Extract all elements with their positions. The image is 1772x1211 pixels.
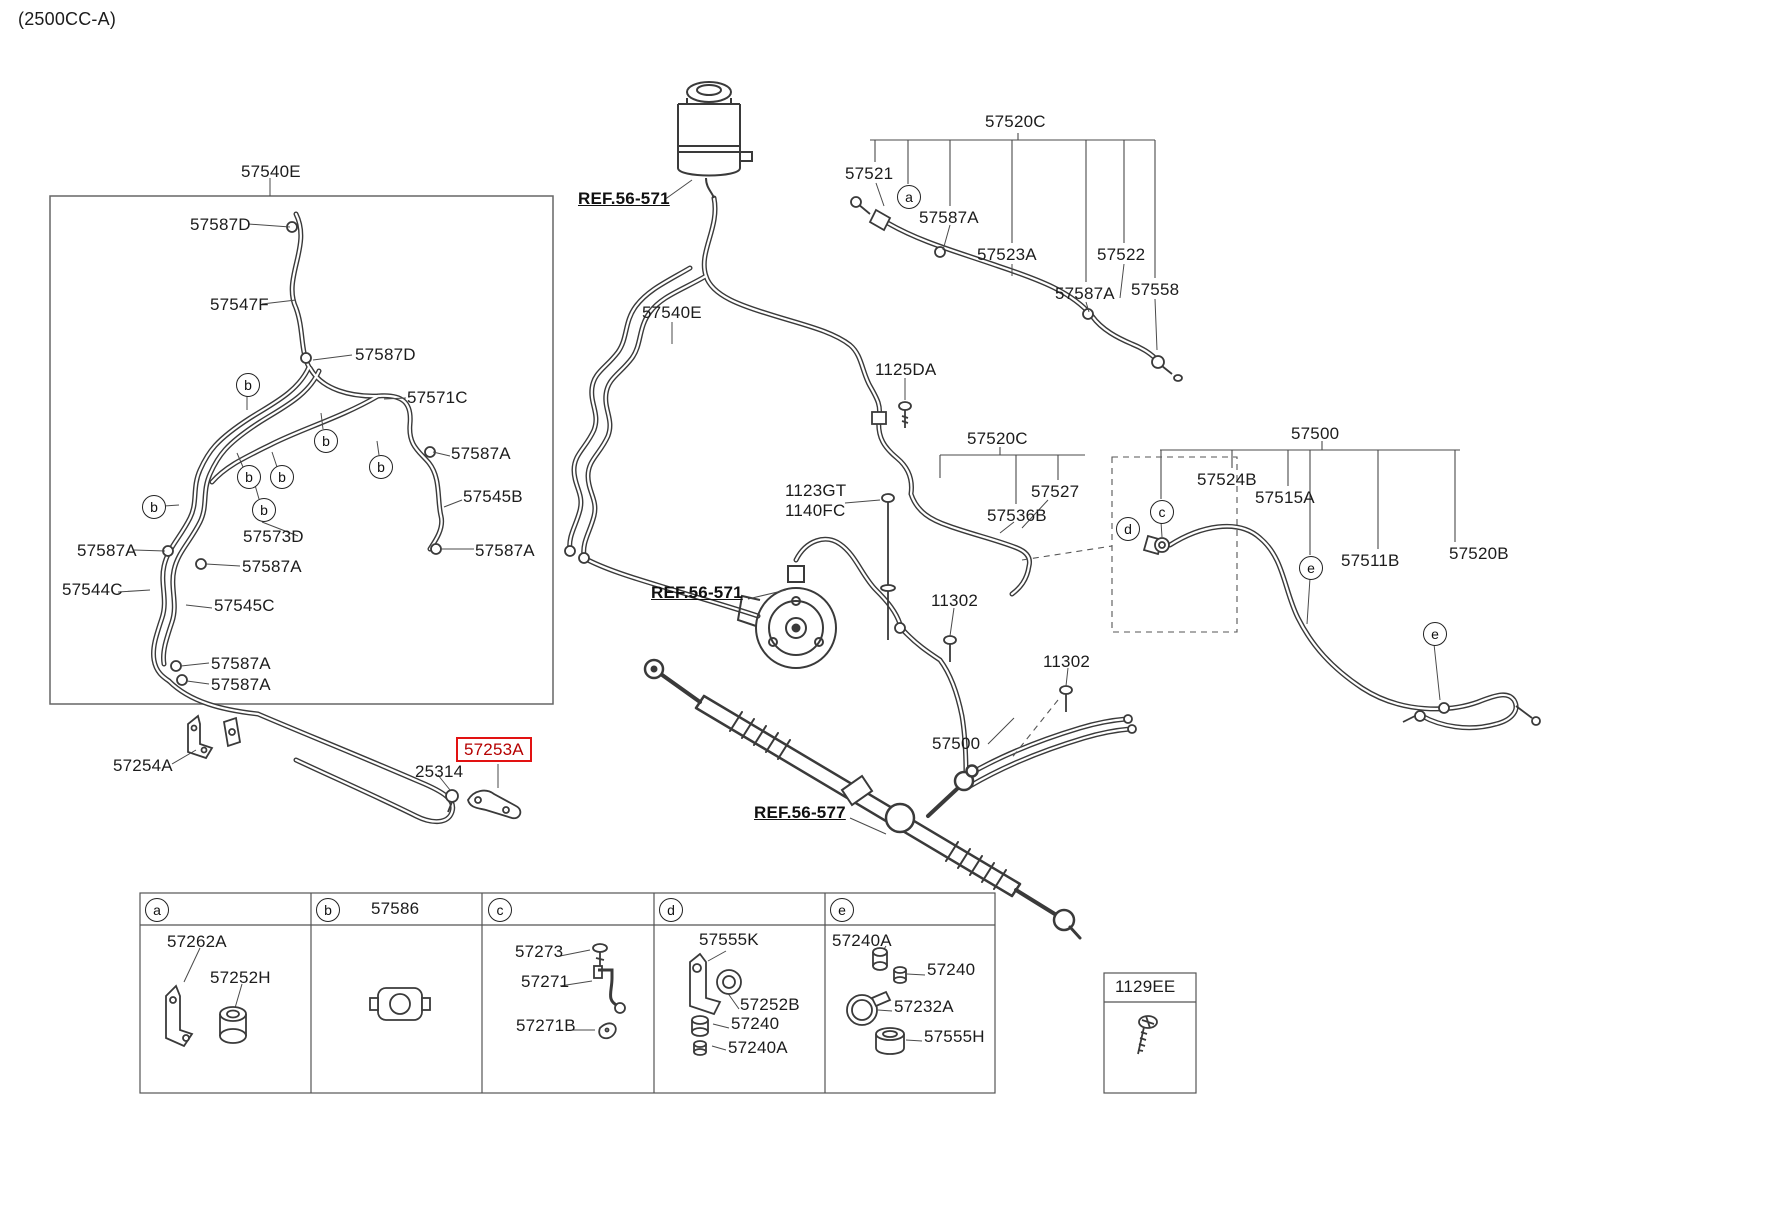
part-label-57252B[interactable]: 57252B [740,995,800,1014]
part-label-57527[interactable]: 57527 [1031,482,1080,501]
ref-link-56-571[interactable]: REF.56-571 [578,189,670,208]
part-label-57511B[interactable]: 57511B [1341,551,1400,570]
part-label-57522[interactable]: 57522 [1097,245,1146,264]
part-label-57587A[interactable]: 57587A [451,444,511,463]
part-label-57500[interactable]: 57500 [1291,424,1340,443]
part-label-57587A[interactable]: 57587A [77,541,137,560]
part-label-57587A[interactable]: 57587A [211,675,271,694]
part-label-57545B[interactable]: 57545B [463,487,523,506]
part-label-57555H[interactable]: 57555H [924,1027,985,1046]
part-label-57520B[interactable]: 57520B [1449,544,1509,563]
part-label-57587A[interactable]: 57587A [211,654,271,673]
callout-b: b [236,373,260,397]
ref-link-56-577[interactable]: REF.56-577 [754,803,846,822]
part-label-57558[interactable]: 57558 [1131,280,1180,299]
part-label-11302[interactable]: 11302 [1043,652,1091,671]
part-label-57544C[interactable]: 57544C [62,580,123,599]
engine-code: (2500CC-A) [18,9,117,29]
callout-b: b [142,495,166,519]
table-header-e: e [830,898,854,922]
part-label-57547F[interactable]: 57547F [210,295,269,314]
leader-lines [117,178,1441,1051]
ref-link-56-571[interactable]: REF.56-571 [651,583,743,602]
callout-e: e [1423,622,1447,646]
callout-b: b [369,455,393,479]
part-label-57240A[interactable]: 57240A [728,1038,788,1057]
part-label-57271B[interactable]: 57271B [516,1016,576,1035]
part-label-57273[interactable]: 57273 [515,942,564,961]
part-label-1140FC[interactable]: 1140FC [785,501,846,520]
part-label-57500[interactable]: 57500 [932,734,981,753]
part-label-57252H[interactable]: 57252H [210,968,271,987]
part-label-57587A[interactable]: 57587A [919,208,979,227]
part-label-57540E[interactable]: 57540E [642,303,702,322]
part-label-57240A[interactable]: 57240A [832,931,892,950]
reservoir [677,81,753,199]
part-label-57587A[interactable]: 57587A [242,557,302,576]
fittings-and-clamps [162,196,1541,820]
part-label-57271[interactable]: 57271 [521,972,570,991]
callout-b: b [252,498,276,522]
part-label-1125DA[interactable]: 1125DA [875,360,937,379]
part-label-57240[interactable]: 57240 [927,960,976,979]
screw-icon [1137,1015,1158,1055]
part-label-57520C[interactable]: 57520C [967,429,1028,448]
bracket-lines [870,133,1460,555]
part-label-57586[interactable]: 57586 [371,899,420,918]
part-label-57520C[interactable]: 57520C [985,112,1046,131]
callout-b: b [314,429,338,453]
part-label-57232A[interactable]: 57232A [894,997,954,1016]
table-header-c: c [488,898,512,922]
steering-gear [643,658,1082,940]
part-label-57587D[interactable]: 57587D [190,215,251,234]
part-label-57540E[interactable]: 57540E [241,162,301,181]
part-label-57587D[interactable]: 57587D [355,345,416,364]
part-label-57521[interactable]: 57521 [845,164,894,183]
pump [736,565,837,669]
left-box-frame [49,195,554,705]
part-label-57523A[interactable]: 57523A [977,245,1037,264]
part-label-57573D[interactable]: 57573D [243,527,304,546]
table-header-b: b [316,898,340,922]
part-label-57524B[interactable]: 57524B [1197,470,1257,489]
part-label-25314[interactable]: 25314 [415,762,464,781]
callout-c: c [1150,500,1174,524]
part-label-11302[interactable]: 11302 [931,591,979,610]
table-part-icons [165,943,907,1056]
table-header-d: d [659,898,683,922]
part-label-57536B[interactable]: 57536B [987,506,1047,525]
part-label-57240[interactable]: 57240 [731,1014,780,1033]
part-label-57587A[interactable]: 57587A [1055,284,1115,303]
part-label-1123GT[interactable]: 1123GT [785,481,847,500]
callout-a: a [897,185,921,209]
part-label-57571C[interactable]: 57571C [407,388,468,407]
part-label-57587A[interactable]: 57587A [475,541,535,560]
part-label-57515A[interactable]: 57515A [1255,488,1315,507]
part-label-57262A[interactable]: 57262A [167,932,227,951]
part-label-1129EE[interactable]: 1129EE [1115,977,1176,996]
part-label-57545C[interactable]: 57545C [214,596,275,615]
highlighted-part-label-57253A[interactable]: 57253A [456,737,532,762]
callout-b: b [270,465,294,489]
table-grid [139,892,1197,1094]
callout-b: b [237,465,261,489]
dashed-lines [1009,456,1238,761]
part-label-57254A[interactable]: 57254A [113,756,173,775]
callout-d: d [1116,517,1140,541]
callout-e: e [1299,556,1323,580]
part-label-57555K[interactable]: 57555K [699,930,759,949]
table-header-a: a [145,898,169,922]
